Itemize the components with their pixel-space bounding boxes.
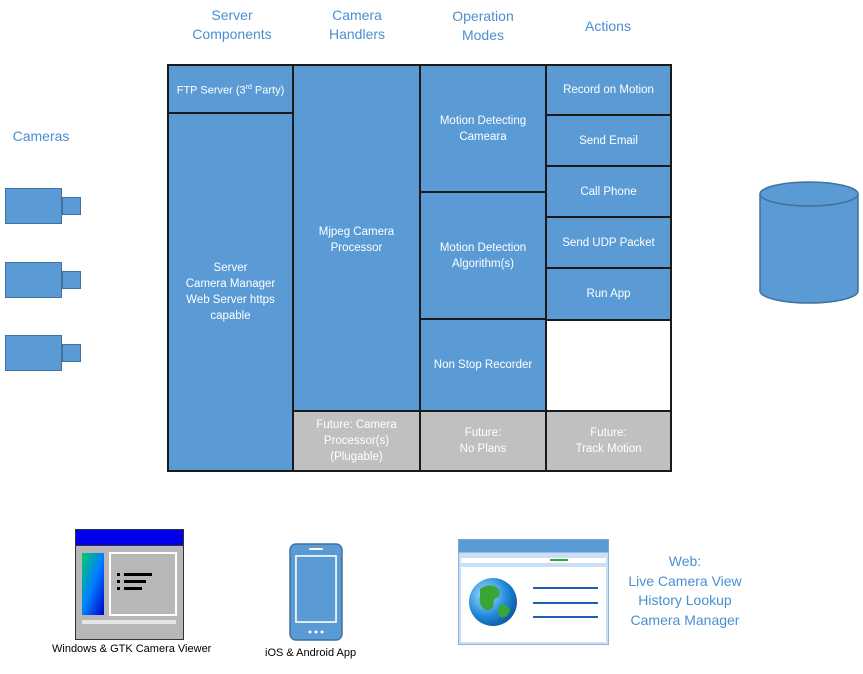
web-label-line: History Lookup	[638, 592, 732, 608]
non-stop-recorder-block: Non Stop Recorder	[419, 318, 547, 412]
future-track-motion-block: Future: Track Motion	[545, 410, 672, 472]
web-browser-icon	[458, 539, 609, 645]
web-label-line: Camera Manager	[630, 611, 740, 628]
mobile-app-label: iOS & Android App	[265, 647, 357, 659]
desktop-viewer-icon	[75, 529, 184, 640]
ftp-server-block: FTP Server (3rd Party)	[167, 64, 294, 114]
mobile-phone-icon	[289, 543, 343, 641]
web-features-label: Web: Live Camera View History Lookup Cam…	[610, 552, 760, 630]
future-no-plans-block: Future: No Plans	[419, 410, 547, 472]
server-camera-manager-block: Server Camera Manager Web Server https c…	[167, 112, 294, 472]
desktop-viewer-label: Windows & GTK Camera Viewer	[52, 643, 212, 655]
action-record-on-motion: Record on Motion	[545, 64, 672, 116]
action-run-app: Run App	[545, 267, 672, 321]
header-cameras: Cameras	[12, 128, 70, 144]
motion-detection-algorithm-block: Motion Detection Algorithm(s)	[419, 191, 547, 320]
mjpeg-processor-block: Mjpeg Camera Processor	[292, 64, 421, 412]
action-empty-slot	[545, 319, 672, 412]
header-operation-modes: Operation Modes	[452, 8, 514, 43]
database-icon	[759, 181, 859, 304]
ftp-server-label: FTP Server (3rd Party)	[176, 83, 285, 97]
header-server-components: Server Components	[192, 7, 272, 42]
action-send-email: Send Email	[545, 114, 672, 167]
web-label-line: Live Camera View	[628, 572, 742, 589]
action-call-phone: Call Phone	[545, 165, 672, 218]
header-actions: Actions	[585, 18, 631, 34]
action-send-udp-packet: Send UDP Packet	[545, 216, 672, 269]
motion-detecting-camera-block: Motion Detecting Cameara	[419, 64, 547, 193]
web-label-line: Web:	[668, 553, 702, 569]
future-camera-processor-block: Future: Camera Processor(s) (Plugable)	[292, 410, 421, 472]
header-camera-handlers: Camera Handlers	[328, 7, 386, 42]
